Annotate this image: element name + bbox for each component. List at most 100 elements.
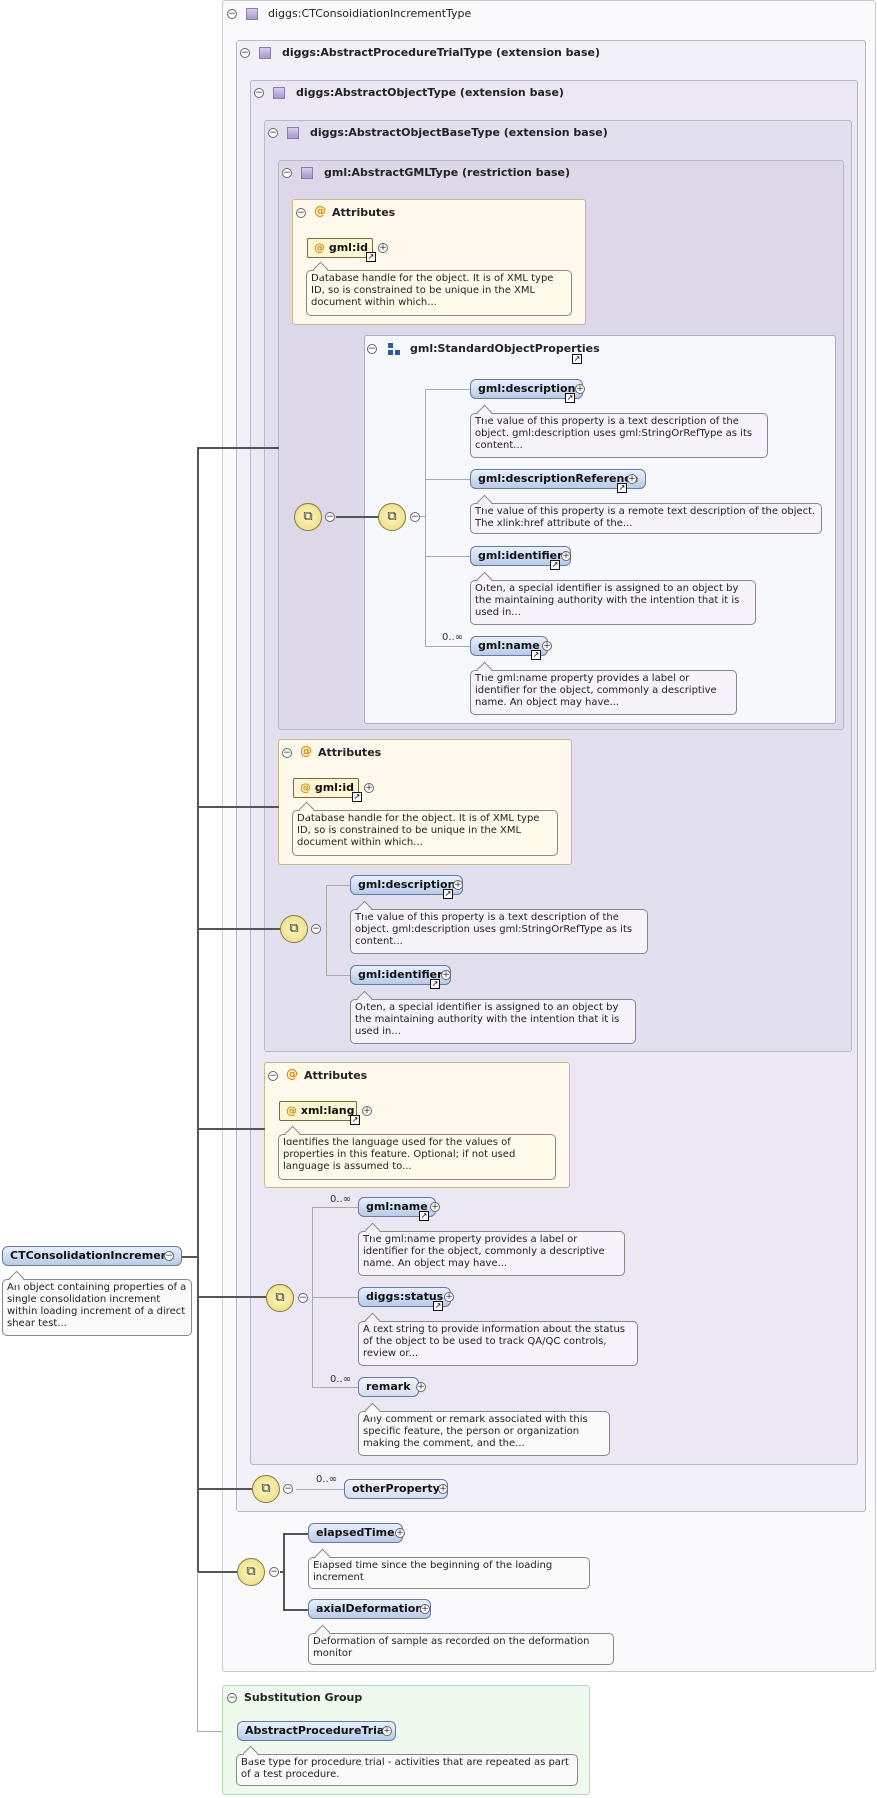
element-diggs-status[interactable]: diggs:status [358, 1287, 452, 1307]
connector-line [280, 1571, 284, 1573]
procedure-box-title: diggs:AbstractProcedureTrialType (extens… [282, 46, 600, 59]
expand-icon[interactable]: + [382, 1726, 392, 1736]
attribute-doc: Database handle for the object. It is of… [306, 270, 572, 316]
element-gml-identifier[interactable]: gml:identifier [470, 546, 571, 566]
element-elapsedtime[interactable]: elapsedTime [308, 1523, 403, 1543]
expand-icon[interactable]: + [561, 551, 571, 561]
element-axialdeformation[interactable]: axialDeformation [308, 1599, 432, 1619]
expand-icon[interactable]: + [441, 970, 451, 980]
root-element[interactable]: CTConsolidationIncrement [2, 1246, 182, 1266]
collapse-icon[interactable]: − [296, 208, 306, 218]
attribute-name: gml:id [314, 781, 354, 794]
reference-icon: ↗ [419, 1211, 429, 1221]
connector-line [312, 1207, 358, 1208]
reference-icon: ↗ [443, 889, 453, 899]
cardinality-label: 0..∞ [330, 1194, 352, 1205]
standard-props-title: gml:StandardObjectProperties [410, 342, 600, 355]
collapse-icon[interactable]: − [268, 128, 278, 138]
element-gml-identifier[interactable]: gml:identifier [350, 965, 451, 985]
collapse-icon[interactable]: − [298, 1293, 308, 1303]
element-doc: Often, a special identifier is assigned … [470, 580, 756, 625]
collapse-icon[interactable]: − [254, 88, 264, 98]
expand-icon[interactable]: + [444, 1292, 454, 1302]
collapse-icon[interactable]: − [410, 512, 420, 522]
reference-icon: ↗ [366, 252, 376, 262]
element-gml-name[interactable]: gml:name [470, 636, 548, 656]
expand-icon[interactable]: + [420, 1604, 430, 1614]
expand-icon[interactable]: + [378, 243, 388, 253]
collapse-icon[interactable]: − [282, 168, 292, 178]
sequence-icon[interactable]: ⧉ [378, 503, 406, 531]
reference-icon: ↗ [430, 979, 440, 989]
collapse-icon[interactable]: − [227, 9, 237, 19]
element-otherproperty[interactable]: otherProperty [344, 1479, 448, 1499]
connector-line [425, 646, 470, 647]
attribute-gml-id[interactable]: @ gml:id [307, 238, 373, 258]
sequence-icon[interactable]: ⧉ [237, 1558, 265, 1586]
attribute-xml-lang[interactable]: @ xml:lang [279, 1101, 357, 1121]
collapse-icon[interactable]: − [269, 1567, 279, 1577]
connector-line [425, 556, 470, 557]
element-doc: Any comment or remark associated with th… [358, 1411, 610, 1456]
element-gml-descriptionreference[interactable]: gml:descriptionReference [470, 469, 647, 489]
attribute-icon: @ [286, 1067, 298, 1081]
expand-icon[interactable]: + [453, 880, 463, 890]
element-gml-description[interactable]: gml:description [470, 379, 584, 399]
connector-line [197, 1296, 266, 1298]
attribute-icon: @ [300, 781, 311, 794]
attribute-icon: @ [286, 1104, 297, 1117]
connector-line [312, 1297, 358, 1298]
collapse-icon[interactable]: − [282, 748, 292, 758]
element-abstractproceduretrial[interactable]: AbstractProcedureTrial [237, 1721, 397, 1741]
cardinality-label: 0..∞ [316, 1474, 338, 1485]
connector-line [197, 1488, 252, 1490]
attribute-icon: @ [300, 744, 312, 758]
collapse-icon[interactable]: − [367, 344, 377, 354]
expand-icon[interactable]: + [362, 1106, 372, 1116]
connector-line [420, 516, 426, 517]
element-doc: The value of this property is a remote t… [470, 503, 822, 534]
reference-icon: ↗ [350, 1115, 360, 1125]
collapse-icon[interactable]: − [240, 48, 250, 58]
attribute-name: xml:lang [300, 1104, 355, 1117]
element-gml-name[interactable]: gml:name [358, 1197, 436, 1217]
element-doc: Elapsed time since the beginning of the … [308, 1557, 590, 1589]
connector-line [197, 806, 279, 808]
sequence-icon[interactable]: ⧉ [266, 1284, 294, 1312]
attribute-doc: Database handle for the object. It is of… [292, 810, 558, 856]
objectbase-box-title: diggs:AbstractObjectBaseType (extension … [310, 126, 608, 139]
element-doc: The gml:name property provides a label o… [470, 670, 737, 715]
collapse-icon[interactable]: − [283, 1484, 293, 1494]
connector-line [336, 516, 378, 518]
type-box-title: diggs:CTConsoidiationIncrementType [268, 7, 472, 20]
complex-type-icon [287, 127, 299, 139]
collapse-icon[interactable]: − [164, 1251, 174, 1261]
element-gml-description[interactable]: gml:description [350, 875, 464, 895]
connector-line [197, 447, 279, 449]
reference-icon: ↗ [433, 1301, 443, 1311]
element-remark[interactable]: remark [358, 1377, 419, 1397]
collapse-icon[interactable]: − [227, 1693, 237, 1703]
attribute-gml-id[interactable]: @ gml:id [293, 778, 359, 798]
attributes-label: Attributes [304, 1069, 368, 1082]
expand-icon[interactable]: + [430, 1202, 440, 1212]
expand-icon[interactable]: + [395, 1528, 405, 1538]
expand-icon[interactable]: + [627, 474, 637, 484]
collapse-icon[interactable]: − [325, 512, 335, 522]
reference-icon: ↗ [531, 650, 541, 660]
sequence-icon[interactable]: ⧉ [280, 915, 308, 943]
object-box-title: diggs:AbstractObjectType (extension base… [296, 86, 564, 99]
connector-line [178, 1256, 198, 1258]
expand-icon[interactable]: + [416, 1382, 426, 1392]
connector-line [312, 1387, 358, 1388]
collapse-icon[interactable]: − [311, 924, 321, 934]
expand-icon[interactable]: + [438, 1484, 448, 1494]
expand-icon[interactable]: + [364, 783, 374, 793]
expand-icon[interactable]: + [542, 641, 552, 651]
sequence-icon[interactable]: ⧉ [294, 503, 322, 531]
connector-line [197, 1572, 198, 1732]
sequence-icon[interactable]: ⧉ [252, 1475, 280, 1503]
collapse-icon[interactable]: − [268, 1071, 278, 1081]
element-doc: A text string to provide information abo… [358, 1321, 638, 1366]
expand-icon[interactable]: + [575, 384, 585, 394]
